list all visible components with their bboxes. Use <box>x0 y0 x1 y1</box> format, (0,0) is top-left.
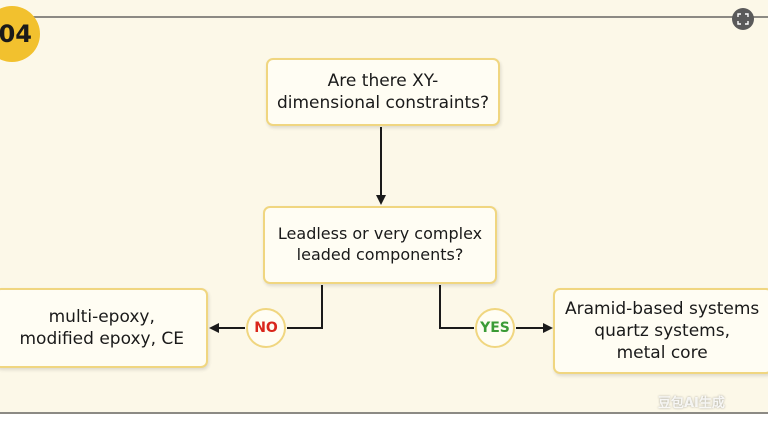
yes-label: YES <box>475 308 515 348</box>
decision-node-xy-constraints: Are there XY- dimensional constraints? <box>266 58 500 126</box>
step-number: 04 <box>0 20 32 48</box>
outcome-node-yes-text: Aramid-based systems quartz systems, met… <box>565 298 760 364</box>
outcome-node-no-text: multi-epoxy, modified epoxy, CE <box>19 306 184 349</box>
bottom-margin <box>0 414 768 424</box>
connector-yes-branch <box>439 285 474 329</box>
ai-watermark-text: 豆包AI生成 <box>658 396 725 411</box>
no-label-text: NO <box>254 320 278 336</box>
decision-node-xy-constraints-text: Are there XY- dimensional constraints? <box>276 70 490 113</box>
yes-label-text: YES <box>480 320 510 336</box>
decision-node-component-type-text: Leadless or very complex leaded componen… <box>277 224 483 264</box>
no-label: NO <box>246 308 286 348</box>
top-divider <box>0 16 768 18</box>
outcome-node-no: multi-epoxy, modified epoxy, CE <box>0 288 208 368</box>
connector-no-branch <box>287 285 323 329</box>
expand-icon <box>737 13 749 25</box>
expand-button[interactable] <box>732 8 754 30</box>
ai-watermark: 豆包AI生成 <box>658 392 725 411</box>
outcome-node-yes: Aramid-based systems quartz systems, met… <box>553 288 768 374</box>
decision-node-component-type: Leadless or very complex leaded componen… <box>263 206 497 284</box>
bottom-divider <box>0 412 768 414</box>
